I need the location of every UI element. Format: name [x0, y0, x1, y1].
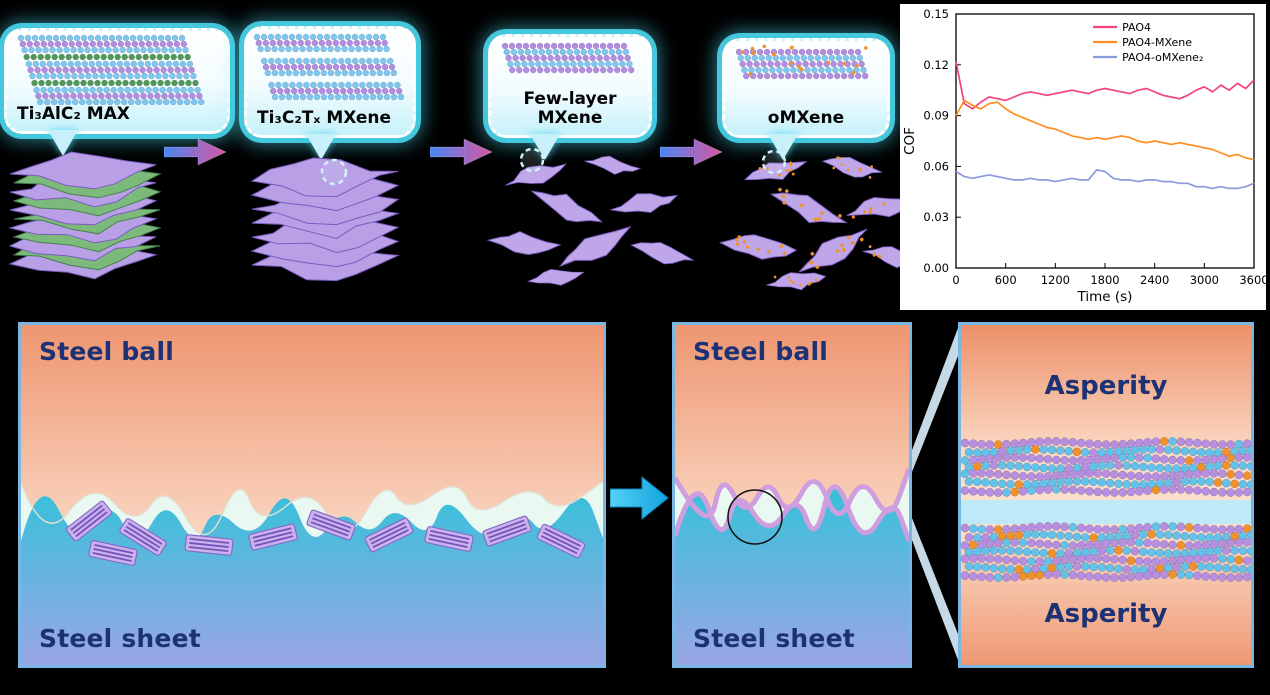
callout-box-max: Ti₃AlC₂ MAX: [4, 28, 230, 134]
svg-text:3000: 3000: [1190, 273, 1219, 287]
svg-text:0: 0: [952, 273, 959, 287]
svg-text:PAO4: PAO4: [1122, 21, 1151, 34]
steel-ball-label: Steel ball: [39, 337, 175, 366]
callout-pointer-mxene: [306, 134, 336, 160]
magnification-beams: [912, 328, 958, 660]
mxene-stack-illustration: [250, 157, 400, 282]
callout-pointer-omxene: [768, 134, 798, 160]
svg-text:1800: 1800: [1090, 273, 1119, 287]
step-label-omxene: oMXene: [767, 107, 845, 128]
svg-text:1200: 1200: [1041, 273, 1070, 287]
cof-chart: 0 600 1200 1800 2400 3000 3600 0.00 0.03 0.06 0.09…: [902, 7, 1269, 305]
contact-panel-after: Steel ball Steel sheet: [672, 322, 912, 668]
process-arrow-icon: [660, 138, 723, 166]
few-layer-illustration: [501, 42, 635, 74]
step-label-few-layer: Few-layer MXene: [523, 88, 617, 128]
svg-text:0.06: 0.06: [923, 159, 949, 173]
max-stack-illustration: [8, 151, 162, 280]
rough-contact-illustration: [21, 325, 603, 665]
svg-text:0.15: 0.15: [923, 7, 949, 21]
svg-text:PAO4-MXene: PAO4-MXene: [1122, 36, 1192, 49]
tribofilm-illustration: [961, 325, 1251, 665]
step-label-max: Ti₃AlC₂ MAX: [17, 103, 130, 124]
svg-text:PAO4-oMXene₂: PAO4-oMXene₂: [1122, 51, 1203, 64]
contact-panel-before: Steel ball Steel sheet: [18, 322, 606, 668]
svg-text:600: 600: [995, 273, 1017, 287]
asperity-label-top: Asperity: [1044, 371, 1168, 401]
step-label-mxene: Ti₃C₂Tₓ MXene: [257, 107, 392, 128]
omxene-illustration: [735, 44, 869, 80]
steel-sheet-label: Steel sheet: [39, 624, 201, 653]
few-layer-sheets-illustration: [486, 147, 694, 286]
svg-text:0.03: 0.03: [923, 210, 949, 224]
callout-box-omxene: oMXene: [722, 38, 890, 138]
mxene-crystal-illustration: [253, 33, 405, 101]
process-arrow-icon: [164, 138, 227, 166]
svg-text:Time (s): Time (s): [1077, 289, 1133, 305]
steel-sheet-label: Steel sheet: [693, 624, 855, 653]
svg-text:0.12: 0.12: [923, 58, 949, 72]
coated-contact-illustration: [675, 325, 909, 665]
omxene-sheets-illustration: [719, 149, 918, 291]
asperity-label-bottom: Asperity: [1044, 599, 1168, 629]
cof-chart-panel: 0 600 1200 1800 2400 3000 3600 0.00 0.03 0.06 0.09…: [900, 4, 1269, 310]
svg-text:COF: COF: [902, 127, 918, 155]
process-arrow-icon: [430, 138, 493, 166]
callout-pointer-max: [48, 130, 78, 156]
max-crystal-illustration: [17, 34, 205, 105]
svg-text:0.09: 0.09: [923, 109, 949, 123]
callout-pointer-few-layer: [530, 134, 560, 160]
svg-text:2400: 2400: [1140, 273, 1169, 287]
svg-text:3600: 3600: [1239, 273, 1266, 287]
callout-box-few-layer: Few-layer MXene: [488, 34, 652, 138]
steel-ball-label: Steel ball: [693, 337, 829, 366]
asperity-zoom-panel: Asperity Asperity: [958, 322, 1254, 668]
transition-arrow-icon: [610, 475, 669, 521]
callout-box-mxene: Ti₃C₂Tₓ MXene: [244, 26, 416, 138]
svg-text:0.00: 0.00: [923, 261, 949, 275]
